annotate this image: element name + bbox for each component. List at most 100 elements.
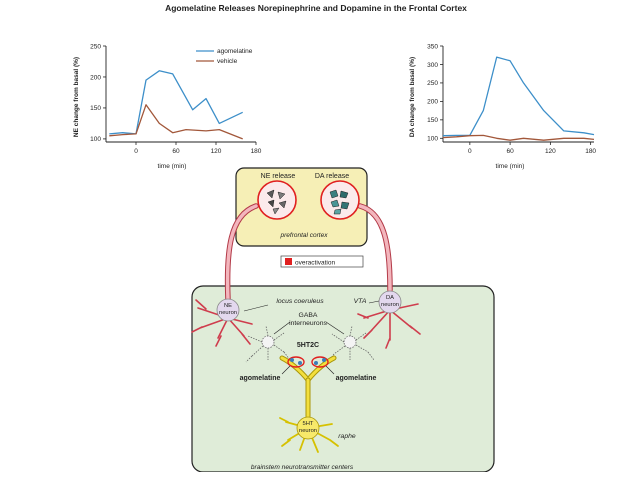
ne-dendrites — [191, 299, 253, 347]
ne-vesicle — [267, 199, 275, 208]
ne-neuron: NE neuron — [191, 298, 253, 347]
da-terminal — [320, 180, 360, 220]
ne-vehicle-line — [109, 104, 243, 140]
da-x-label: time (min) — [496, 163, 525, 170]
receptor-site — [298, 361, 302, 365]
gaba-soma — [343, 335, 357, 349]
ne-x-label: time (min) — [158, 163, 187, 170]
da-vesicle — [340, 201, 350, 210]
y-tick-label: 100 — [90, 136, 101, 143]
vta-label: VTA — [354, 298, 367, 305]
ne-agomelatine-line — [109, 70, 243, 135]
y-tick-label: 150 — [427, 117, 438, 124]
vta-pointer — [368, 300, 380, 304]
da-neuron-label-1: DA — [386, 295, 394, 301]
gaba-processes — [327, 325, 375, 363]
receptor-site — [322, 358, 326, 362]
da-series — [442, 56, 595, 141]
receptor-label: 5HT2C — [297, 342, 319, 349]
da-axon-fill — [358, 204, 392, 292]
raphe-label: raphe — [338, 433, 356, 440]
ne-axon-fill — [225, 204, 258, 302]
ne-vesicle — [277, 191, 286, 200]
ne-y-ticks: 100 150 200 250 — [90, 43, 106, 143]
agomelatine-left-pointer — [281, 365, 291, 375]
overactivation-legend-box — [280, 255, 364, 268]
agomelatine-right-label: agomelatine — [336, 375, 377, 382]
y-tick-label: 350 — [427, 43, 438, 50]
x-tick-label: 0 — [134, 148, 138, 155]
gaba-label-1: GABA — [299, 312, 318, 319]
agomelatine-right-pointer — [325, 365, 335, 375]
gaba-interneuron-left — [245, 325, 291, 363]
y-tick-label: 300 — [427, 62, 438, 69]
overactivation-label: overactivation — [295, 260, 335, 267]
x-tick-label: 60 — [172, 148, 180, 155]
figure-slide: Agomelatine Releases Norepinephrine and … — [68, 0, 597, 473]
x-tick-label: 60 — [506, 148, 514, 155]
y-tick-label: 250 — [90, 43, 101, 50]
ne-neuron-body — [216, 298, 240, 322]
da-y-label: DA change from basal (%) — [409, 57, 416, 137]
legend-vehicle-label: vehicle — [217, 58, 238, 65]
gaba-pointer-right — [325, 321, 345, 335]
legend-agomelatine-label: agomelatine — [217, 48, 253, 55]
receptor-site — [290, 358, 294, 362]
da-vesicle — [333, 208, 342, 215]
da-terminal-bulb — [320, 180, 360, 220]
ne-legend: agomelatine vehicle — [196, 48, 253, 65]
da-vesicle — [329, 189, 339, 199]
ne-vesicle — [278, 200, 287, 209]
gaba-soma — [261, 335, 275, 349]
sht-neuron-label-2: neuron — [299, 428, 317, 434]
da-neuron: DA neuron — [357, 290, 421, 349]
ne-terminal-bulb — [257, 180, 297, 220]
receptor-overactivation-right — [311, 356, 329, 368]
receptor-overactivation-left — [287, 356, 305, 368]
da-y-ticks: 100 150 200 250 300 350 — [427, 43, 443, 143]
da-dendrites — [357, 303, 421, 349]
ne-vesicle — [266, 189, 275, 199]
da-agomelatine-line — [442, 56, 595, 137]
locus-coeruleus-label: locus coeruleus — [276, 298, 324, 305]
da-neuron-body — [378, 290, 402, 314]
x-tick-label: 180 — [251, 148, 262, 155]
x-tick-label: 180 — [585, 148, 596, 155]
receptor-site — [314, 361, 318, 365]
da-neuron-label-2: neuron — [381, 302, 399, 308]
x-tick-label: 0 — [468, 148, 472, 155]
x-tick-label: 120 — [211, 148, 222, 155]
locus-coeruleus-pointer — [243, 304, 269, 312]
da-chart: 100 150 200 250 300 350 0 60 120 180 DA change f… — [409, 43, 596, 170]
agomelatine-left-label: agomelatine — [240, 375, 281, 382]
y-tick-label: 200 — [427, 99, 438, 106]
ne-x-ticks: 0 60 120 180 — [134, 142, 262, 155]
ne-chart: 100 150 200 250 0 60 120 180 NE change from ba… — [73, 43, 262, 170]
brainstem-label: brainstem neurotransmitter centers — [251, 464, 354, 471]
y-tick-label: 200 — [90, 74, 101, 81]
gaba-processes — [245, 325, 291, 363]
da-vehicle-line — [442, 134, 595, 141]
da-x-ticks: 0 60 120 180 — [468, 142, 596, 155]
ne-y-label: NE change from basal (%) — [73, 57, 80, 137]
da-vesicle — [330, 199, 340, 208]
sht-dendrites — [279, 417, 339, 453]
overactivation-swatch — [285, 258, 292, 265]
ne-neuron-label-2: neuron — [219, 310, 237, 316]
ne-neuron-label-1: NE — [224, 303, 232, 309]
ne-release-label: NE release — [261, 173, 296, 180]
sht-neuron: 5HT neuron raphe — [279, 377, 356, 453]
y-tick-label: 100 — [427, 136, 438, 143]
y-tick-label: 150 — [90, 105, 101, 112]
prefrontal-cortex-label: prefrontal cortex — [280, 232, 329, 239]
gaba-interneuron-right — [327, 325, 375, 363]
x-tick-label: 120 — [545, 148, 556, 155]
figure-canvas: Agomelatine Releases Norepinephrine and … — [73, 3, 596, 473]
da-vesicle — [339, 190, 349, 199]
y-tick-label: 250 — [427, 80, 438, 87]
gaba-label-2: interneurons — [289, 320, 327, 327]
ne-series — [109, 70, 243, 140]
da-release-label: DA release — [315, 173, 349, 180]
ne-terminal — [257, 180, 297, 220]
sht-neuron-body — [296, 416, 320, 440]
